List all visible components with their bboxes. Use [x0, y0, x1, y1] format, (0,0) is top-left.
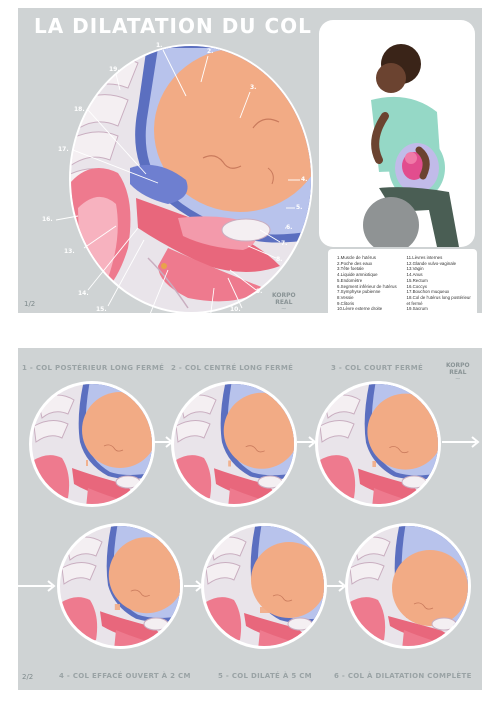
stage-5-diagram [200, 522, 328, 650]
stage-circle-svg [201, 523, 327, 649]
woman-on-ball-drawing [363, 44, 459, 247]
legend-item-18: 18.Col de l'utérus long postérieur et fe… [406, 294, 471, 306]
legend-item-10: 10.Lèvre externe droite [337, 306, 383, 312]
label-14: 14. [78, 290, 89, 297]
arrow-right-icon [327, 580, 347, 592]
label-10: 10. [230, 306, 241, 313]
legend-item-2: 2.Poche des eaux [337, 260, 373, 266]
label-6: 6. [286, 224, 293, 231]
label-9: 9. [256, 288, 263, 295]
stage-6-diagram [344, 522, 472, 650]
legend-item-12: 12.Glande vulvo-vaginale [406, 260, 457, 266]
brand-line2-bottom: REAL [449, 369, 467, 376]
pregnant-woman-illustration [319, 20, 475, 247]
legend-item-5: 5.Endomètre [337, 277, 363, 283]
legend-item-14: 14.Anus [406, 272, 423, 278]
page-title: LA DILATATION DU COL [34, 14, 312, 38]
label-18: 18. [74, 106, 85, 113]
legend-item-16: 16.Coccyx [406, 283, 428, 289]
legend-list-right: 11.Lèvres internes 12.Glande vulvo-vagin… [407, 255, 473, 333]
legend-item-9: 9.Clitoris [337, 300, 355, 306]
label-16: 16. [42, 216, 53, 223]
page-number: 1/2 [24, 300, 36, 308]
label-12: 12. [140, 324, 151, 331]
legend-item-7: 7.Symphyse pubienne [337, 289, 381, 295]
brand-line1: KORPO [272, 292, 296, 299]
stage-circle-svg [57, 523, 183, 649]
stage-6-title: 6 - COL À DILATATION COMPLÈTE [334, 672, 472, 680]
legend-item-1: 1.Muscle de l'utérus [337, 255, 376, 260]
legend-item-15: 15.Rectum [406, 277, 428, 283]
label-3: 3. [250, 84, 257, 91]
legend-item-11: 11.Lèvres internes [406, 255, 443, 260]
stage-2-title: 2 - COL CENTRÉ LONG FERMÉ [171, 364, 294, 372]
legend-item-4: 4.Liquide amniotique [337, 272, 378, 278]
signature-mark-bottom: ~ [454, 375, 461, 383]
legend-item-8: 8.Vessie [337, 294, 354, 300]
anatomy-diagram [55, 44, 313, 313]
cervix-shape [130, 164, 188, 204]
arrow-right-icon [18, 580, 56, 592]
arrow-right-icon [297, 436, 317, 448]
stage-5-title: 5 - COL DILATÉ À 5 CM [218, 672, 312, 680]
label-8: 8. [276, 256, 283, 263]
leader-lines [55, 49, 300, 313]
brand-line2: REAL [275, 299, 293, 306]
label-17: 17. [58, 146, 69, 153]
legend-item-19: 19.Sacrum [406, 306, 428, 312]
arrow-right-icon [184, 580, 204, 592]
legend-card: 1.Muscle de l'utérus 2.Poche des eaux 3.… [328, 249, 477, 337]
stage-circle-svg [29, 381, 155, 507]
stage-4-diagram [56, 522, 184, 650]
signature-mark: ~ [280, 305, 287, 313]
label-11: 11. [206, 320, 217, 327]
stage-circle-svg [315, 381, 441, 507]
stage-3-diagram [314, 380, 442, 508]
legend-item-13: 13.Vagin [406, 266, 424, 272]
stage-1-diagram [28, 380, 156, 508]
stage-circle-svg [345, 523, 471, 649]
legend-item-6: 6.Segment inférieur de l'utérus [337, 283, 397, 289]
stage-1-title: 1 - COL POSTÉRIEUR LONG FERMÉ [22, 364, 165, 372]
label-4: 4. [301, 176, 308, 183]
arrow-right-icon [154, 436, 174, 448]
label-7: 7. [281, 240, 288, 247]
label-15: 15. [96, 306, 107, 313]
label-1: 1. [156, 42, 163, 49]
label-13: 13. [64, 248, 75, 255]
brand-line1-bottom: KORPO [446, 362, 470, 369]
legend-item-3: 3.Tête foetale [337, 266, 364, 272]
legend-item-17: 17.Bouchon muqueux [406, 289, 450, 295]
brand-logo-bottom: KORPO REAL ~ [446, 362, 470, 383]
stage-2-diagram [170, 380, 298, 508]
stage-3-title: 3 - COL COURT FERMÉ [331, 364, 424, 372]
stage-circle-svg [171, 381, 297, 507]
label-19: 19. [109, 66, 120, 73]
label-2: 2. [207, 48, 214, 55]
top-panel: LA DILATATION DU COL [18, 8, 482, 337]
symphysis-shape [221, 218, 271, 242]
stage-4-title: 4 - COL EFFACÉ OUVERT À 2 CM [59, 672, 191, 680]
bottom-panel: 1 - COL POSTÉRIEUR LONG FERMÉ 2 - COL CE… [18, 348, 482, 690]
page-number-bottom: 2/2 [22, 673, 34, 681]
label-5: 5. [296, 204, 303, 211]
arrow-right-icon [442, 436, 480, 448]
legend-list-left: 1.Muscle de l'utérus 2.Poche des eaux 3.… [337, 255, 403, 333]
brand-logo: KORPO REAL ~ [272, 292, 296, 313]
